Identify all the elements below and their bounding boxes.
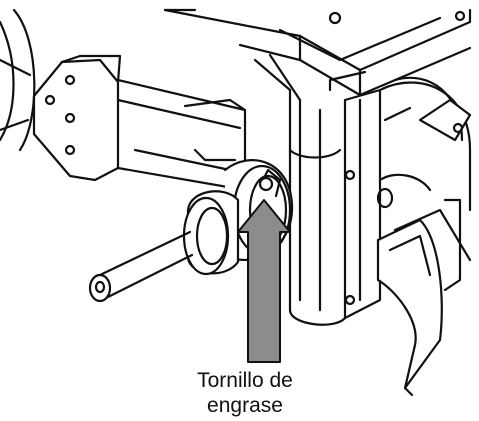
left-drum: [0, 8, 36, 152]
right-bracket: [376, 76, 472, 292]
pointer-arrow-up-icon: [237, 199, 291, 363]
label-line-1: Tornillo de: [197, 369, 293, 392]
top-housing: [163, 8, 472, 97]
label-line-2: engrase: [207, 394, 283, 417]
lower-claw: [376, 208, 472, 397]
support-arm: [116, 78, 247, 192]
vertical-column: [253, 53, 382, 326]
mounting-plate: [32, 54, 122, 182]
grease-screw-label: Tornillo de engrase: [150, 368, 340, 418]
shaft-collar: [88, 190, 240, 303]
